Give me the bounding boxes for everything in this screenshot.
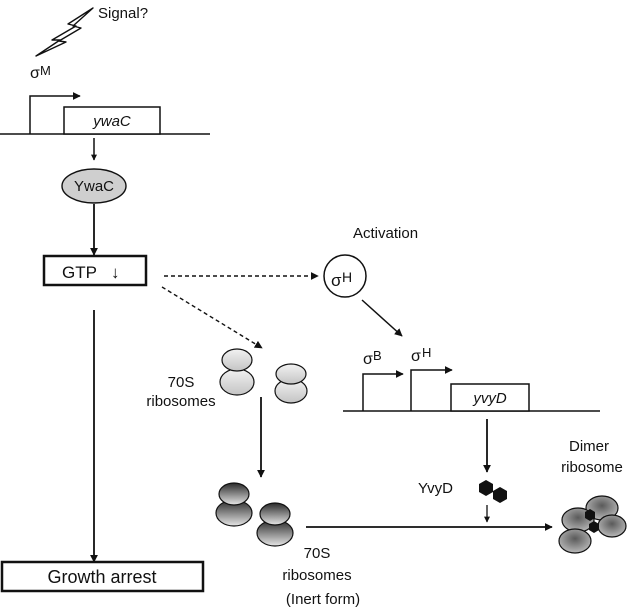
- signal-label: Signal?: [98, 5, 148, 22]
- ribosomes-inert-line1: 70S: [304, 545, 331, 562]
- dashed-arrow-to-ribosomes: [161, 286, 263, 349]
- sigma-b-symbol: σ: [363, 351, 373, 368]
- arrow-sigma-h-to-promoter: [361, 299, 403, 337]
- gtp-down-arrow: ↓: [111, 263, 120, 282]
- sigma-b-promoter-arrow: [362, 370, 404, 411]
- sigma-h-sub: H: [422, 345, 431, 360]
- ribosomes-active-line1: 70S: [168, 374, 195, 391]
- ywac-protein-label: YwaC: [74, 178, 114, 195]
- ribosome-active-1: [219, 348, 255, 396]
- ywac-gene-label: ywaC: [92, 113, 131, 130]
- gtp-label: GTP: [62, 263, 97, 282]
- growth-arrest-box: [0, 560, 205, 593]
- dimer-label-line2: ribosome: [561, 459, 623, 476]
- dimer-label-line1: Dimer: [569, 438, 609, 455]
- yvyd-hexagon-1: [479, 480, 493, 496]
- yvyd-gene-box: [450, 383, 530, 412]
- dimer-ribosome: [558, 495, 627, 554]
- sigma-h-circle-sub: H: [342, 269, 352, 285]
- yvyd-protein-label: YvyD: [418, 480, 453, 497]
- sigma-h-circle: [323, 254, 367, 298]
- sigma-h-circle-symbol: σ: [331, 271, 342, 290]
- ywac-gene-box: [63, 106, 161, 135]
- ribosome-active-2: [274, 363, 308, 404]
- sigma-h-symbol: σ: [411, 348, 421, 365]
- activation-label: Activation: [353, 225, 418, 242]
- ribosomes-inert-line3: (Inert form): [286, 591, 360, 608]
- growth-arrest-label: Growth arrest: [47, 567, 156, 587]
- sigma-m-sub: M: [40, 63, 51, 78]
- sigma-m-promoter-arrow: [29, 92, 81, 134]
- yvyd-gene-label: yvyD: [472, 390, 507, 407]
- ribosome-inert-2: [256, 502, 294, 547]
- gtp-box: [42, 254, 148, 287]
- lightning-bolt-icon: [35, 7, 94, 57]
- ribosome-inert-1: [215, 482, 253, 527]
- sigma-h-promoter-arrow: [410, 366, 453, 411]
- sigma-m-symbol: σ: [30, 65, 40, 82]
- ribosomes-inert-line2: ribosomes: [282, 567, 351, 584]
- ywac-protein-ellipse: [61, 168, 127, 204]
- ribosomes-active-line2: ribosomes: [146, 393, 215, 410]
- yvyd-hexagon-2: [493, 487, 507, 503]
- sigma-b-sub: B: [373, 348, 382, 363]
